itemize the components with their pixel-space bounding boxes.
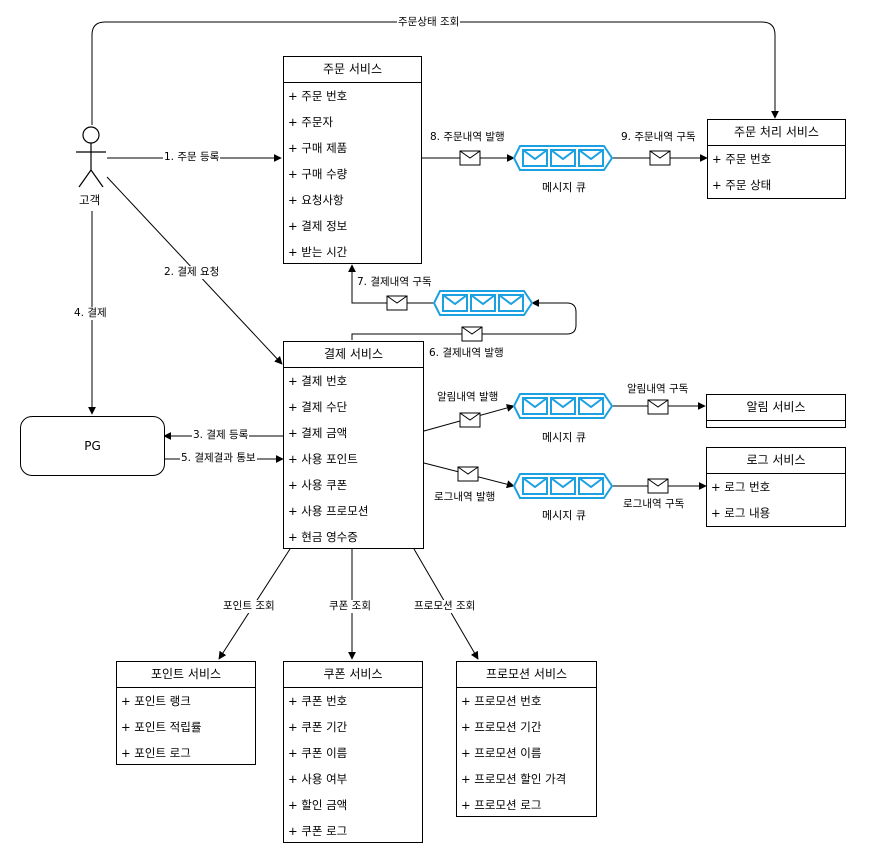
promotion-service-box: 프로모션 서비스 + 프로모션 번호+ 프로모션 기간+ 프로모션 이름+ 프로… [456, 661, 597, 817]
notification-service-box: 알림 서비스 [706, 394, 846, 428]
edge-order-status-query [91, 21, 779, 125]
log-service-title: 로그 서비스 [707, 448, 845, 474]
promotion-service-items: + 프로모션 번호 + 프로모션 기간 + 프로모션 이름 + 프로모션 할인 가격 +… [457, 688, 596, 818]
order-service-box: 주문 서비스 + 주문 번호+ 주문자+ 구매 제품+ 구매 수량+ 요청사항+… [283, 56, 422, 264]
label-payment: 4. 결제 [73, 307, 108, 320]
class-item: + 구매 제품 [288, 141, 348, 155]
label-coupon-query: 쿠폰 조회 [328, 600, 372, 613]
label-order-subscribe: 9. 주문내역 구독 [621, 131, 696, 143]
envelope-icon [647, 478, 669, 494]
label-point-query: 포인트 조회 [222, 600, 276, 613]
class-item: + 현금 영수증 [288, 530, 358, 544]
class-item: + 주문 번호 [288, 89, 348, 103]
class-item: + 사용 쿠폰 [288, 478, 348, 492]
order-service-title: 주문 서비스 [284, 57, 421, 83]
envelope-icon [386, 295, 408, 311]
class-item: + 쿠폰 기간 [288, 720, 348, 734]
envelope-icon [459, 150, 481, 166]
queue-label-order: 메시지 큐 [542, 181, 586, 194]
class-item: + 로그 내용 [711, 506, 771, 520]
payment-service-box: 결제 서비스 + 결제 번호 + 결제 수단 + 결제 금액 + 사용 포인트 + 사용… [283, 341, 424, 549]
class-item: + 프로모션 기간 [461, 720, 542, 734]
message-queue-payment-icon [432, 290, 534, 316]
log-service-items: + 로그 번호 + 로그 내용 [707, 474, 845, 526]
class-item: + 쿠폰 번호 [288, 694, 348, 708]
promotion-service-title: 프로모션 서비스 [457, 662, 596, 688]
order-service-items: + 주문 번호 + 주문자 + 구매 제품 + 구매 수량 + 요청사항 + 결제 정보 +… [284, 83, 421, 265]
class-item: + 주문자 [288, 115, 334, 129]
label-payment-request: 2. 결제 요청 [163, 266, 221, 279]
class-item: + 할인 금액 [288, 798, 348, 812]
message-queue-log-icon [512, 473, 614, 499]
label-log-publish: 로그내역 발행 [434, 491, 496, 503]
pg-label: PG [84, 439, 101, 453]
notification-service-title: 알림 서비스 [707, 395, 845, 421]
envelope-icon [457, 466, 479, 482]
queue-label-notify: 메시지 큐 [542, 431, 586, 444]
envelope-icon [459, 412, 481, 428]
label-payment-subscribe: 7. 결제내역 구독 [357, 276, 432, 288]
actor-label: 고객 [79, 193, 101, 207]
class-item: + 주문 번호 [712, 152, 772, 166]
point-service-items: + 포인트 랭크 + 포인트 적립률 + 포인트 로그 [117, 688, 255, 766]
label-notify-subscribe: 알림내역 구독 [627, 383, 689, 395]
coupon-service-items: + 쿠폰 번호 + 쿠폰 기간 + 쿠폰 이름 + 사용 여부 + 할인 금액 + 쿠폰 … [284, 688, 422, 844]
class-item: + 쿠폰 이름 [288, 746, 348, 760]
class-item: + 포인트 로그 [121, 746, 191, 760]
point-service-box: 포인트 서비스 + 포인트 랭크 + 포인트 적립률 + 포인트 로그 [116, 661, 256, 765]
coupon-service-title: 쿠폰 서비스 [284, 662, 422, 688]
message-queue-notify-icon [512, 393, 614, 419]
class-item: + 결제 수단 [288, 400, 348, 414]
class-item: + 사용 포인트 [288, 452, 358, 466]
payment-service-items: + 결제 번호 + 결제 수단 + 결제 금액 + 사용 포인트 + 사용 쿠폰 + 사용… [284, 368, 423, 550]
envelope-icon [461, 326, 483, 342]
class-item: + 포인트 적립률 [121, 720, 202, 734]
message-queue-order-icon [512, 145, 614, 171]
point-service-title: 포인트 서비스 [117, 662, 255, 688]
class-item: + 포인트 랭크 [121, 694, 191, 708]
label-payment-register: 3. 결제 등록 [192, 429, 250, 442]
class-item: + 요청사항 [288, 193, 344, 207]
customer-actor-icon [76, 126, 106, 188]
class-item: + 로그 번호 [711, 480, 771, 494]
class-item: + 구매 수량 [288, 167, 348, 181]
order-processing-service-title: 주문 처리 서비스 [708, 120, 845, 146]
label-payment-publish: 6. 결제내역 발행 [429, 347, 504, 359]
label-order-status-query: 주문상태 조회 [397, 16, 461, 29]
class-item: + 사용 프로모션 [288, 504, 369, 518]
payment-service-title: 결제 서비스 [284, 342, 423, 368]
log-service-box: 로그 서비스 + 로그 번호 + 로그 내용 [706, 447, 846, 527]
class-item: + 결제 번호 [288, 374, 348, 388]
label-log-subscribe: 로그내역 구독 [623, 498, 685, 510]
order-processing-service-box: 주문 처리 서비스 + 주문 번호 + 주문 상태 [707, 119, 846, 199]
class-item: + 결제 금액 [288, 426, 348, 440]
class-item: + 사용 여부 [288, 772, 348, 786]
coupon-service-box: 쿠폰 서비스 + 쿠폰 번호 + 쿠폰 기간 + 쿠폰 이름 + 사용 여부 + 할인 … [283, 661, 423, 843]
class-item: + 프로모션 번호 [461, 694, 542, 708]
edge-payment-publish [351, 299, 577, 340]
order-processing-service-items: + 주문 번호 + 주문 상태 [708, 146, 845, 198]
envelope-icon [649, 150, 671, 166]
class-item: + 쿠폰 로그 [288, 824, 348, 838]
label-order-publish: 8. 주문내역 발행 [430, 131, 505, 143]
pg-node: PG [20, 416, 165, 476]
class-item: + 받는 시간 [288, 245, 348, 259]
label-payment-result: 5. 결제결과 통보 [180, 452, 257, 465]
label-order-register: 1. 주문 등록 [163, 151, 221, 164]
class-item: + 주문 상태 [712, 178, 772, 192]
label-notify-publish: 알림내역 발행 [437, 391, 499, 403]
class-item: + 프로모션 로그 [461, 798, 542, 812]
queue-label-log: 메시지 큐 [542, 509, 586, 522]
envelope-icon [647, 399, 669, 415]
class-item: + 프로모션 이름 [461, 746, 542, 760]
class-item: + 결제 정보 [288, 219, 348, 233]
class-item: + 프로모션 할인 가격 [461, 772, 567, 786]
label-promotion-query: 프로모션 조회 [413, 600, 477, 613]
